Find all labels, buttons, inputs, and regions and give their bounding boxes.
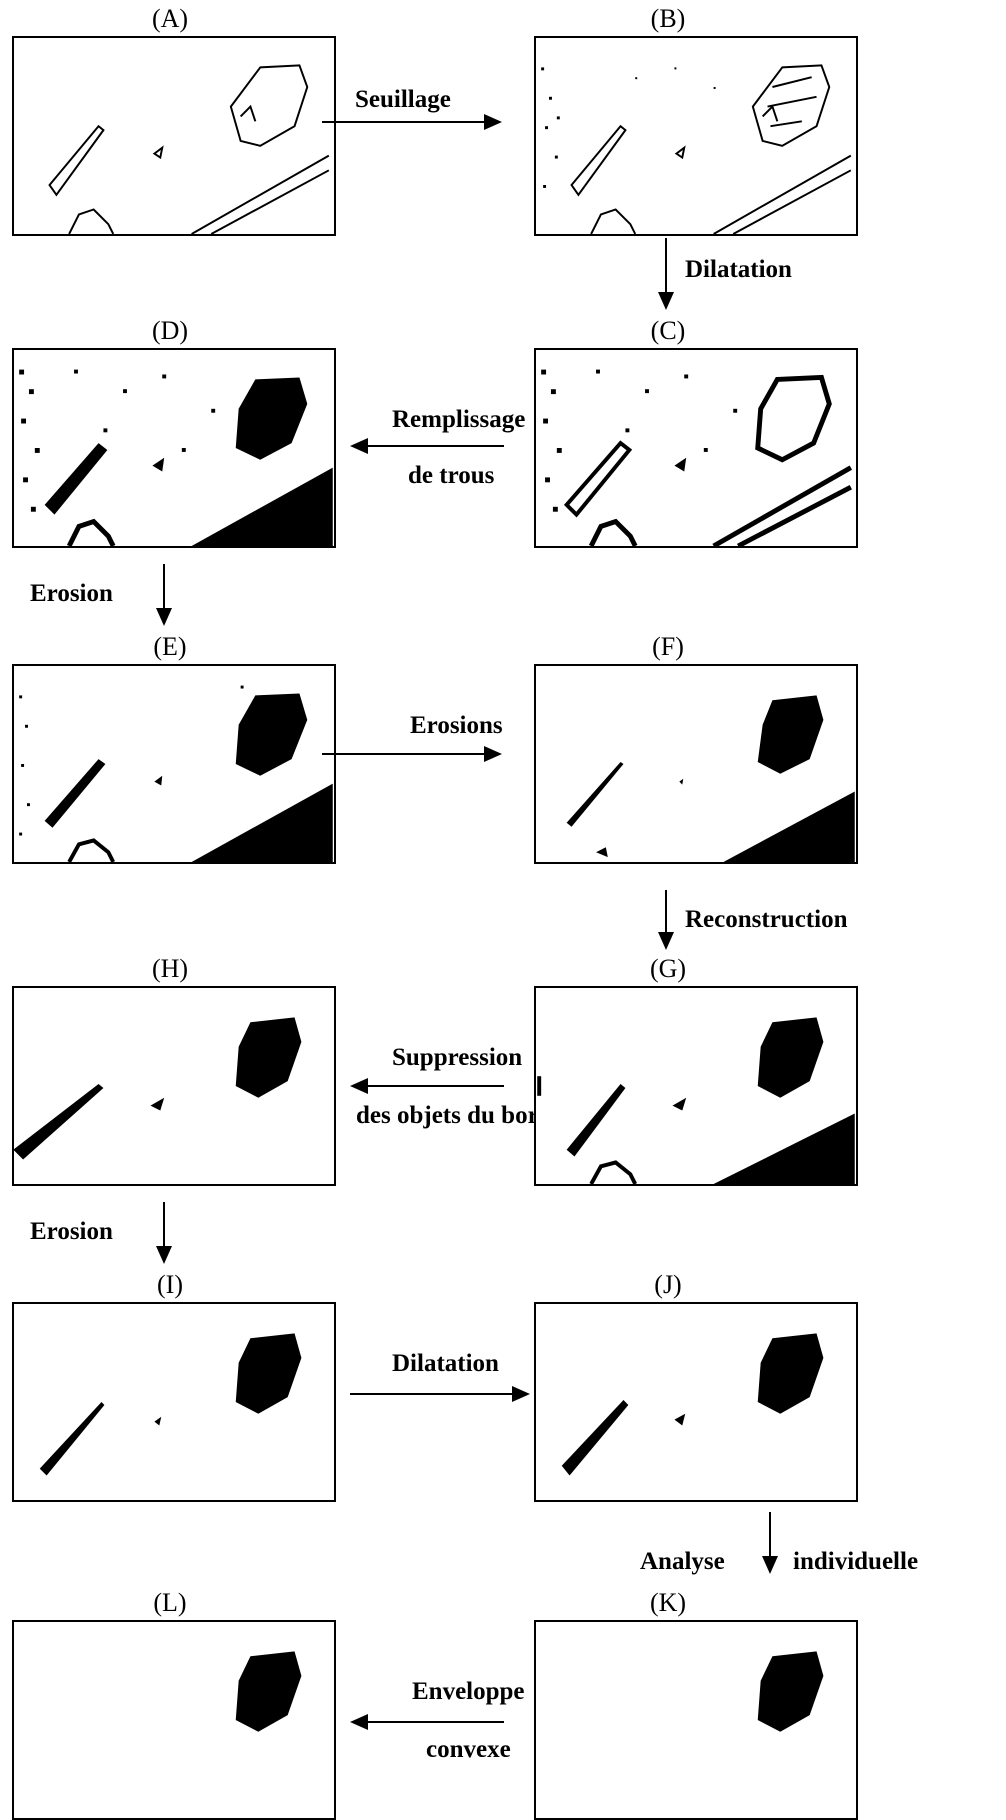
panel-b-image [534, 36, 858, 236]
panel-label-c: (C) [628, 316, 708, 346]
panel-e-image [12, 664, 336, 864]
panel-label-l: (L) [130, 1588, 210, 1618]
arrow-down-icon [760, 1512, 780, 1574]
panel-label-a: (A) [130, 4, 210, 34]
label-seuillage: Seuillage [355, 86, 451, 114]
panel-label-e: (E) [130, 632, 210, 662]
panel-d-image [12, 348, 336, 548]
label-enveloppe-2: convexe [426, 1736, 511, 1764]
arrow-left-icon [350, 1076, 504, 1096]
label-reconstruction: Reconstruction [685, 906, 847, 934]
arrow-right-icon [322, 744, 504, 764]
panel-label-k: (K) [628, 1588, 708, 1618]
label-enveloppe-1: Enveloppe [412, 1678, 525, 1706]
arrow-left-icon [350, 436, 504, 456]
label-analyse-2: individuelle [793, 1548, 918, 1576]
panel-a-image [12, 36, 336, 236]
panel-label-f: (F) [628, 632, 708, 662]
arrow-left-icon [350, 1712, 504, 1732]
panel-label-g: (G) [628, 954, 708, 984]
label-suppression-1: Suppression [392, 1044, 522, 1072]
label-erosion-2: Erosion [30, 1218, 113, 1246]
panel-c-image [534, 348, 858, 548]
panel-l-image [12, 1620, 336, 1820]
panel-k-image [534, 1620, 858, 1820]
arrow-down-icon [154, 564, 174, 626]
panel-label-b: (B) [628, 4, 708, 34]
label-remplissage-1: Remplissage [392, 406, 525, 434]
arrow-right-icon [322, 112, 504, 132]
panel-h-image [12, 986, 336, 1186]
label-erosion-1: Erosion [30, 580, 113, 608]
label-analyse-1: Analyse [640, 1548, 725, 1576]
panel-label-j: (J) [628, 1270, 708, 1300]
panel-label-h: (H) [130, 954, 210, 984]
panel-f-image [534, 664, 858, 864]
label-dilatation-1: Dilatation [685, 256, 792, 284]
arrow-right-icon [350, 1384, 532, 1404]
label-dilatation-2: Dilatation [392, 1350, 499, 1378]
panel-label-i: (I) [130, 1270, 210, 1300]
panel-label-d: (D) [130, 316, 210, 346]
label-remplissage-2: de trous [408, 462, 494, 490]
arrow-down-icon [154, 1202, 174, 1264]
label-erosions: Erosions [410, 712, 503, 740]
arrow-down-icon [656, 238, 676, 310]
panel-g-image [534, 986, 858, 1186]
label-suppression-2: des objets du bord [356, 1102, 553, 1130]
panel-i-image [12, 1302, 336, 1502]
panel-j-image [534, 1302, 858, 1502]
arrow-down-icon [656, 890, 676, 950]
